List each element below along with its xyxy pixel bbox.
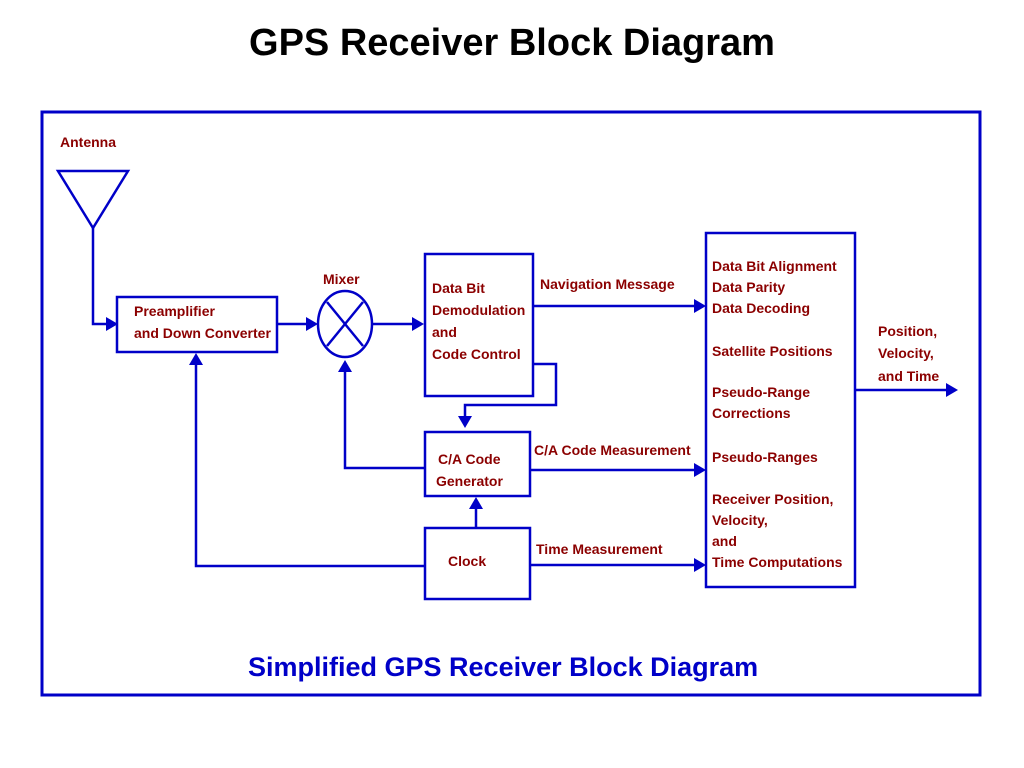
arrowhead — [106, 317, 118, 331]
output-label-2: Velocity, — [878, 345, 934, 361]
arrowhead — [694, 299, 706, 313]
processor-label-4: Satellite Positions — [712, 343, 833, 359]
demodulation-label-4: Code Control — [432, 346, 521, 362]
arrowhead — [458, 416, 472, 428]
processor-label-9: Velocity, — [712, 512, 768, 528]
antenna-icon — [55, 169, 131, 231]
demodulation-box — [423, 252, 535, 398]
processor-label-11: Time Computations — [712, 554, 843, 570]
arrowhead — [946, 383, 958, 397]
edge-generator-to-mixer — [343, 371, 425, 470]
processor-label-2: Data Parity — [712, 279, 785, 295]
mixer-cross — [326, 301, 364, 347]
arrowhead — [694, 558, 706, 572]
output-label-3: and Time — [878, 368, 939, 384]
arrowhead — [469, 497, 483, 509]
navigation-message-label: Navigation Message — [540, 276, 675, 292]
demodulation-label-3: and — [432, 324, 457, 340]
arrowhead — [189, 353, 203, 365]
arrowhead — [306, 317, 318, 331]
arrowhead — [694, 463, 706, 477]
ca-code-generator-label-2: Generator — [436, 473, 503, 489]
arrowhead — [338, 360, 352, 372]
processor-label-7: Pseudo-Ranges — [712, 449, 818, 465]
edge-antenna-to-preamplifier — [91, 228, 108, 326]
preamplifier-label-1: Preamplifier — [134, 303, 215, 319]
preamplifier-label-2: and Down Converter — [134, 325, 271, 341]
processor-label-3: Data Decoding — [712, 300, 810, 316]
processor-label-10: and — [712, 533, 737, 549]
output-label-1: Position, — [878, 323, 937, 339]
clock-box — [423, 526, 532, 601]
processor-label-8: Receiver Position, — [712, 491, 833, 507]
demodulation-label-2: Demodulation — [432, 302, 525, 318]
ca-code-generator-label-1: C/A Code — [438, 451, 501, 467]
clock-label: Clock — [448, 553, 486, 569]
edge-demodulation-to-generator — [463, 362, 558, 418]
processor-label-5: Pseudo-Range — [712, 384, 810, 400]
arrowhead — [412, 317, 424, 331]
diagram-frame — [40, 110, 982, 697]
mixer-label: Mixer — [323, 271, 360, 287]
processor-box — [704, 231, 857, 589]
processor-label-1: Data Bit Alignment — [712, 258, 837, 274]
preamplifier-box — [115, 295, 279, 354]
antenna-label: Antenna — [60, 134, 116, 150]
processor-label-6: Corrections — [712, 405, 791, 421]
demodulation-label-1: Data Bit — [432, 280, 485, 296]
ca-code-generator-box — [423, 430, 532, 498]
edge-clock-to-preamplifier — [194, 364, 425, 568]
time-measurement-label: Time Measurement — [536, 541, 663, 557]
page-title: GPS Receiver Block Diagram — [249, 22, 775, 64]
ca-code-measurement-label: C/A Code Measurement — [534, 442, 691, 458]
diagram-caption: Simplified GPS Receiver Block Diagram — [248, 652, 758, 682]
